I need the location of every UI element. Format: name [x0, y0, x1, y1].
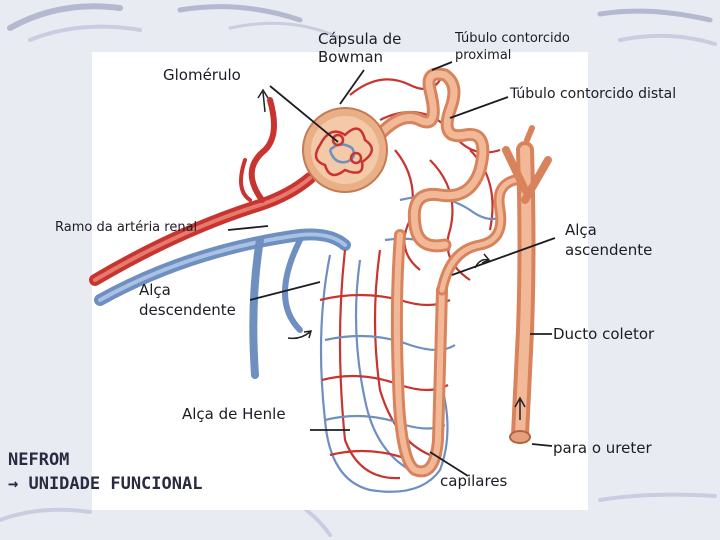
- label-tubulo-proximal-line2: proximal: [455, 48, 512, 63]
- label-alca-descendente-line1: Alça: [139, 281, 171, 299]
- label-capilares: capilares: [440, 472, 508, 490]
- label-alca-henle: Alça de Henle: [182, 405, 286, 423]
- label-ducto-coletor: Ducto coletor: [553, 325, 655, 343]
- proximal-tubule: [368, 67, 490, 253]
- label-tubulo-proximal: Túbulo contorcido proximal: [455, 30, 570, 64]
- label-para-ureter: para o ureter: [553, 439, 652, 457]
- label-tubulo-proximal-line1: Túbulo contorcido: [455, 31, 570, 46]
- background-decoration: [0, 3, 717, 537]
- label-capsula-line2: Bowman: [318, 48, 384, 66]
- renal-artery: [89, 97, 316, 286]
- label-alca-ascendente-line2: ascendente: [565, 241, 653, 259]
- loop-of-henle: [390, 229, 448, 478]
- label-tubulo-distal: Túbulo contorcido distal: [510, 86, 677, 102]
- bowmans-capsule: [302, 107, 388, 193]
- slide-title-line2: → UNIDADE FUNCIONAL: [8, 474, 203, 494]
- label-capsula-bowman: Cápsula de Bowman: [318, 30, 401, 66]
- label-alca-ascendente: Alça ascendente: [565, 220, 652, 260]
- leader-lines: [227, 61, 556, 477]
- label-glomerulo: Glomérulo: [163, 66, 241, 84]
- label-ramo-arteria-renal: Ramo da artéria renal: [55, 220, 198, 235]
- glomerulus: [314, 127, 373, 177]
- label-capsula-line1: Cápsula de: [318, 30, 402, 48]
- slide-title-line1: NEFROM: [8, 450, 70, 470]
- renal-vein: [94, 228, 351, 379]
- label-alca-ascendente-line1: Alça: [565, 221, 597, 239]
- label-alca-descendente-line2: descendente: [139, 301, 236, 319]
- label-alca-descendente: Alça descendente: [139, 280, 236, 320]
